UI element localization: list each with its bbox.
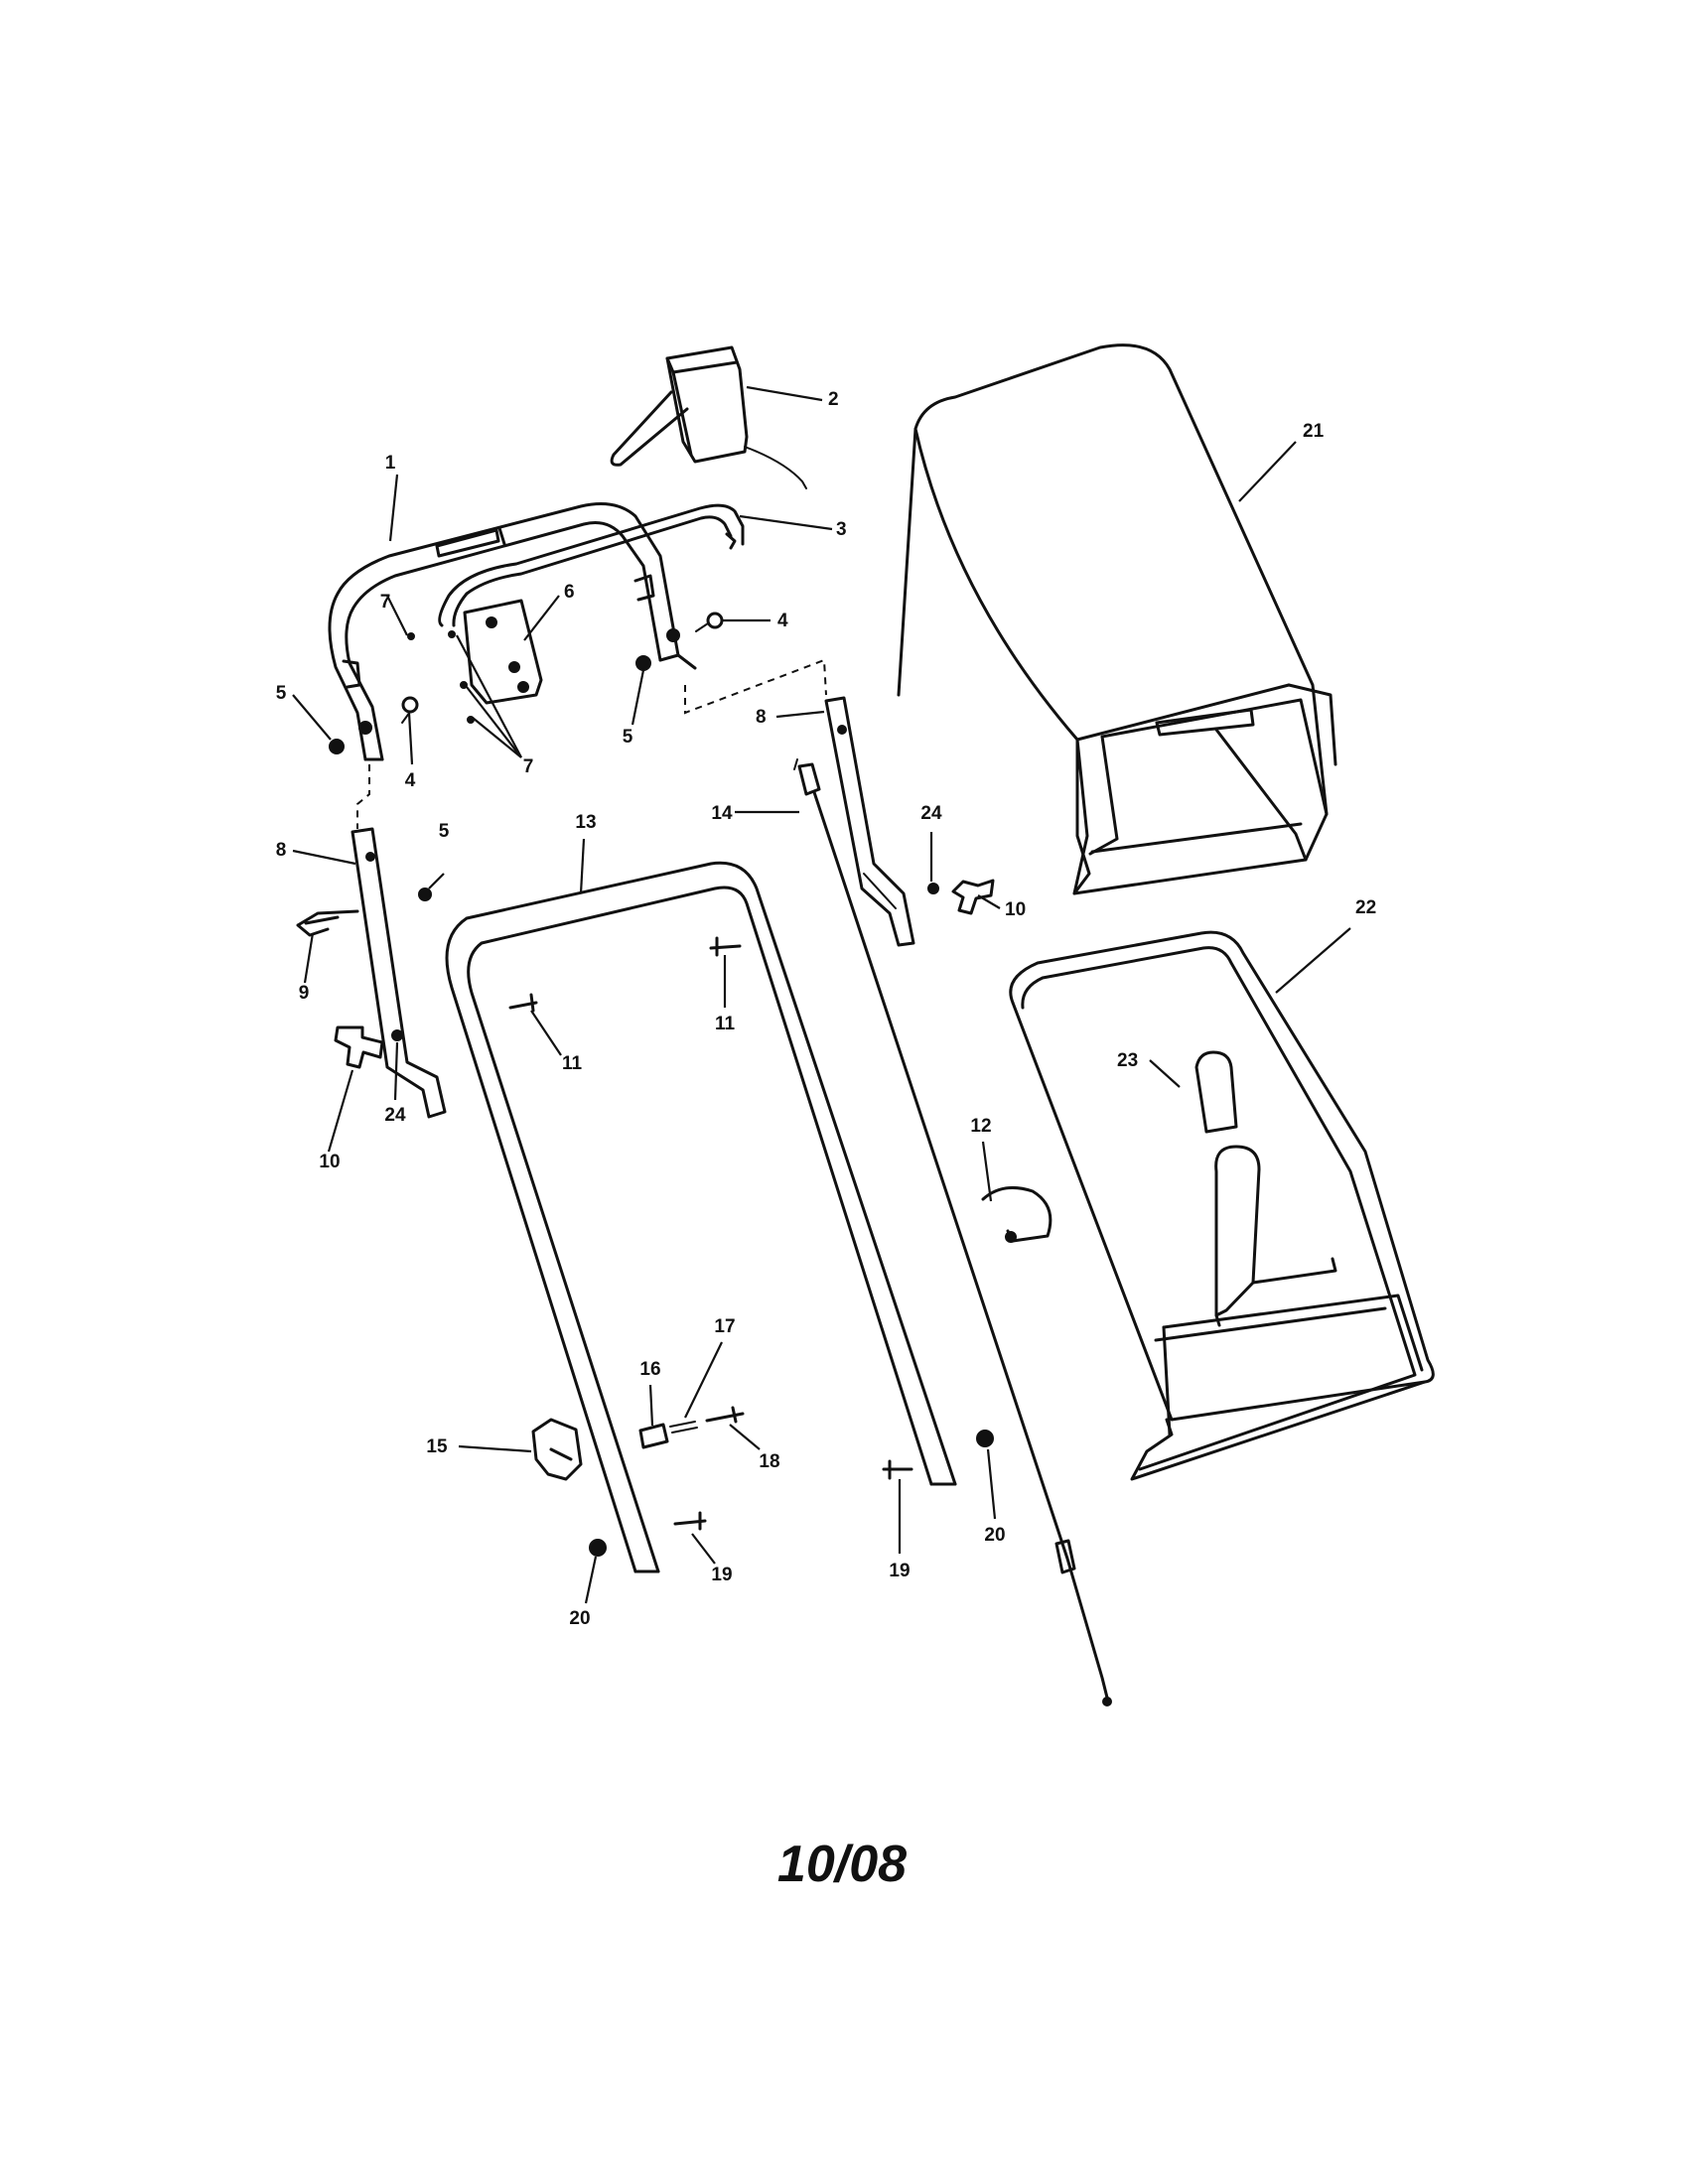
callout-17: 17 <box>714 1316 735 1337</box>
pin-spring-bolt <box>638 1406 745 1449</box>
callout-11-left: 11 <box>562 1053 583 1074</box>
callout-23: 23 <box>1117 1050 1138 1071</box>
latch-knob <box>531 1418 583 1481</box>
handle-bracket-left <box>351 827 447 1119</box>
callout-5-center: 5 <box>623 727 633 748</box>
callout-19-left: 19 <box>711 1565 732 1585</box>
bolt-clip <box>296 909 359 937</box>
callout-14: 14 <box>711 803 733 824</box>
callout-2: 2 <box>828 389 839 410</box>
lower-handle <box>445 861 957 1573</box>
callout-21: 21 <box>1303 421 1325 442</box>
grass-bag-cover <box>897 343 1337 895</box>
handle-bracket-right <box>824 696 915 947</box>
callout-7-lower: 7 <box>523 756 534 777</box>
leader-lines <box>292 385 1351 1604</box>
washer-left <box>391 1029 403 1041</box>
date-code: 10/08 <box>776 1836 908 1893</box>
control-box <box>610 345 807 489</box>
callout-15: 15 <box>426 1436 448 1457</box>
bag-handle <box>1194 1050 1238 1134</box>
callout-7-upper: 7 <box>380 592 391 613</box>
cable-clip <box>981 1185 1052 1243</box>
carriage-bolt-left <box>508 993 538 1013</box>
callout-1: 1 <box>385 453 396 474</box>
callout-20-right: 20 <box>984 1525 1005 1546</box>
callout-19-right: 19 <box>889 1561 910 1581</box>
bolt-lower-left <box>673 1511 707 1531</box>
callout-24-left: 24 <box>384 1105 406 1126</box>
callout-12: 12 <box>970 1116 991 1137</box>
carriage-bolt-right <box>709 936 742 957</box>
callout-5-lower: 5 <box>439 821 450 842</box>
callout-3: 3 <box>836 519 847 540</box>
callout-20-left: 20 <box>569 1608 590 1629</box>
callout-24-right: 24 <box>920 803 942 824</box>
callout-labels: 1 2 3 4 4 5 5 5 6 7 7 8 8 9 10 10 11 11 … <box>276 389 1376 1629</box>
hardware <box>329 612 724 901</box>
callout-8-left: 8 <box>276 840 287 861</box>
wing-knob-left <box>334 1025 384 1069</box>
alignment-lines <box>356 658 827 829</box>
nut-right <box>976 1430 994 1447</box>
callout-4-right: 4 <box>777 611 788 631</box>
callout-22: 22 <box>1355 897 1376 918</box>
callout-5-left: 5 <box>276 683 287 704</box>
bracket-plate <box>463 599 543 705</box>
callout-4-left: 4 <box>405 770 416 791</box>
callout-18: 18 <box>759 1451 779 1472</box>
control-cable <box>793 758 1112 1706</box>
wing-knob-right <box>951 879 995 915</box>
callout-16: 16 <box>639 1359 660 1380</box>
nut-left <box>589 1539 607 1557</box>
upper-handle <box>328 502 697 761</box>
callout-13: 13 <box>575 812 596 833</box>
callout-6: 6 <box>564 582 575 603</box>
bolt-lower-right <box>882 1459 913 1480</box>
callout-9: 9 <box>299 983 310 1004</box>
callout-8-right: 8 <box>756 707 767 728</box>
grass-bag-frame <box>1009 930 1435 1481</box>
callout-11-right: 11 <box>715 1014 736 1034</box>
washer-right <box>927 883 939 894</box>
callout-10-right: 10 <box>1005 899 1026 920</box>
callout-10-left: 10 <box>319 1152 340 1172</box>
control-bail <box>438 503 745 627</box>
